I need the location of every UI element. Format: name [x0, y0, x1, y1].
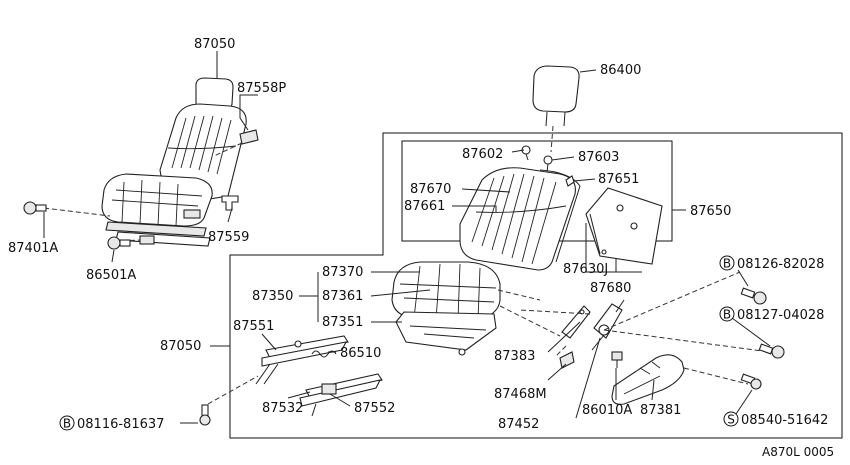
- label-87370: 87370: [322, 265, 363, 280]
- bolt-87401A-drawing: [23, 201, 47, 215]
- label-87630J: 87630J: [563, 262, 608, 277]
- bolt-08127-drawing: [758, 343, 785, 359]
- screw-08540-drawing: [740, 373, 762, 390]
- bolt-86501A-drawing: [107, 236, 131, 250]
- spring-86510-drawing: [311, 350, 337, 358]
- label-86501A: 86501A: [86, 268, 136, 283]
- seat-cushion-drawing: [391, 261, 561, 356]
- slide-rail-87552-drawing: [299, 373, 383, 417]
- bolt-08116-drawing: [199, 375, 259, 426]
- label-87351: 87351: [322, 315, 363, 330]
- label-s-08540-51642: S 08540-51642: [723, 411, 828, 428]
- svg-text:B: B: [723, 257, 731, 271]
- label-87650: 87650: [690, 204, 731, 219]
- leader-lines: [43, 51, 771, 424]
- bolt-08126-drawing: [740, 287, 767, 305]
- main-assembly-frame: [229, 132, 843, 439]
- label-87383: 87383: [494, 349, 535, 364]
- label-87350: 87350: [252, 289, 293, 304]
- back-board-87680-drawing: [585, 187, 663, 265]
- recliner-parts-drawing: [519, 271, 771, 405]
- label-87050-top: 87050: [194, 37, 235, 52]
- label-87670: 87670: [410, 182, 451, 197]
- label-86400: 86400: [600, 63, 641, 78]
- label-87532: 87532: [262, 401, 303, 416]
- label-87559: 87559: [208, 230, 249, 245]
- label-87651: 87651: [598, 172, 639, 187]
- label-b-08127-04028: B 08127-04028: [719, 306, 824, 323]
- label-87558P: 87558P: [237, 81, 286, 96]
- label-87361: 87361: [322, 289, 363, 304]
- seatback-drawing: [459, 145, 581, 271]
- svg-text:08127-04028: 08127-04028: [737, 308, 824, 323]
- label-b-08126-82028: B 08126-82028: [719, 255, 824, 272]
- label-87551: 87551: [233, 319, 274, 334]
- label-87603: 87603: [578, 150, 619, 165]
- label-87680: 87680: [590, 281, 631, 296]
- headrest-86400-drawing: [532, 65, 580, 153]
- label-87050-mid: 87050: [160, 339, 201, 354]
- complete-seat-drawing: [43, 77, 259, 247]
- svg-text:S: S: [727, 413, 735, 427]
- slide-rail-87551-drawing: [255, 335, 349, 385]
- label-86510: 86510: [340, 346, 381, 361]
- diagram-code: A870L 0005: [762, 445, 834, 459]
- label-87452: 87452: [498, 417, 539, 432]
- svg-text:08540-51642: 08540-51642: [741, 413, 828, 428]
- label-87661: 87661: [404, 199, 445, 214]
- label-87401A: 87401A: [8, 241, 58, 256]
- svg-text:08126-82028: 08126-82028: [737, 257, 824, 272]
- svg-text:B: B: [723, 308, 731, 322]
- label-b-08116-81637: B 08116-81637: [59, 415, 164, 432]
- svg-text:B: B: [63, 417, 71, 431]
- label-87381: 87381: [640, 403, 681, 418]
- label-86010A: 86010A: [582, 403, 632, 418]
- label-87602: 87602: [462, 147, 503, 162]
- label-87468M: 87468M: [494, 387, 547, 402]
- label-87552: 87552: [354, 401, 395, 416]
- svg-text:08116-81637: 08116-81637: [77, 417, 164, 432]
